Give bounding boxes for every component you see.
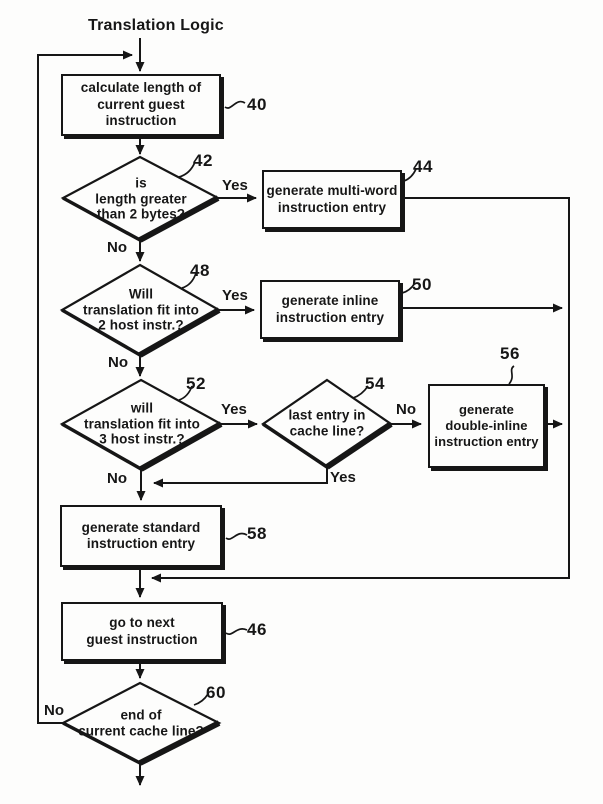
edge-loop-no-feedback bbox=[37, 50, 133, 724]
edge-d54-yes-line bbox=[153, 467, 328, 488]
edge-label-d60-no: No bbox=[44, 702, 64, 719]
ref-connector-50 bbox=[401, 282, 416, 294]
shadow-edge bbox=[138, 195, 220, 243]
ref-connector-46 bbox=[225, 628, 248, 635]
process-gen-inline: generate inline instruction entry bbox=[260, 280, 400, 339]
process-calc-length: calculate length of current guest instru… bbox=[61, 74, 221, 136]
edge-label-d48-no: No bbox=[108, 354, 128, 371]
process-gen-double-inline: generate double-inline instruction entry bbox=[428, 384, 545, 468]
edge-label-d54-no: No bbox=[396, 401, 416, 418]
decision-text-end-cache-line: end of current cache line? bbox=[78, 707, 204, 738]
edge-label-d48-yes: Yes bbox=[222, 287, 248, 304]
shadow-edge bbox=[62, 196, 141, 242]
diagram-title: Translation Logic bbox=[88, 17, 224, 34]
shadow-edge bbox=[138, 720, 221, 766]
ref-connector-48 bbox=[181, 272, 197, 289]
shadow-edge bbox=[325, 421, 393, 470]
shadow-edge bbox=[262, 422, 328, 469]
ref-label-42: 42 bbox=[193, 151, 213, 170]
shadow-edge bbox=[61, 308, 141, 357]
decision-text-length-gt-2bytes: is length greater than 2 bytes? bbox=[95, 175, 187, 222]
shadow-edge bbox=[61, 422, 142, 471]
process-goto-next: go to next guest instruction bbox=[61, 602, 223, 661]
ref-label-52: 52 bbox=[186, 374, 206, 393]
ref-label-60: 60 bbox=[206, 683, 226, 702]
process-gen-multiword: generate multi-word instruction entry bbox=[262, 170, 402, 229]
ref-connector-40 bbox=[224, 100, 246, 109]
ref-connector-42 bbox=[178, 161, 196, 178]
ref-label-40: 40 bbox=[247, 95, 267, 114]
decision-text-fit-2-host: Will translation fit into 2 host instr.? bbox=[83, 286, 199, 333]
decision-text-fit-3-host: will translation fit into 3 host instr.? bbox=[84, 400, 200, 447]
ref-label-54: 54 bbox=[365, 374, 385, 393]
decision-text-last-entry: last entry in cache line? bbox=[288, 407, 366, 438]
ref-label-44: 44 bbox=[413, 157, 433, 176]
ref-connector-58 bbox=[225, 532, 248, 540]
ref-connector-44 bbox=[403, 168, 417, 182]
edge-label-d54-yes: Yes bbox=[330, 469, 356, 486]
shadow-edge bbox=[62, 721, 141, 765]
ref-connector-56 bbox=[508, 365, 515, 385]
ref-label-58: 58 bbox=[247, 524, 267, 543]
ref-label-50: 50 bbox=[412, 275, 432, 294]
ref-label-48: 48 bbox=[190, 261, 210, 280]
shadow-edge bbox=[138, 307, 221, 358]
shadow-edge bbox=[139, 421, 223, 472]
process-gen-standard: generate standard instruction entry bbox=[60, 505, 222, 567]
ref-label-56: 56 bbox=[500, 344, 520, 363]
edge-multiword-merge-line bbox=[151, 197, 570, 583]
ref-connector-60 bbox=[193, 693, 209, 706]
edge-label-d42-no: No bbox=[107, 239, 127, 256]
ref-label-46: 46 bbox=[247, 620, 267, 639]
ref-connector-52 bbox=[178, 385, 193, 401]
edge-label-d52-no: No bbox=[107, 470, 127, 487]
ref-connector-54 bbox=[352, 385, 369, 399]
edge-label-d42-yes: Yes bbox=[222, 177, 248, 194]
edge-label-d52-yes: Yes bbox=[221, 401, 247, 418]
